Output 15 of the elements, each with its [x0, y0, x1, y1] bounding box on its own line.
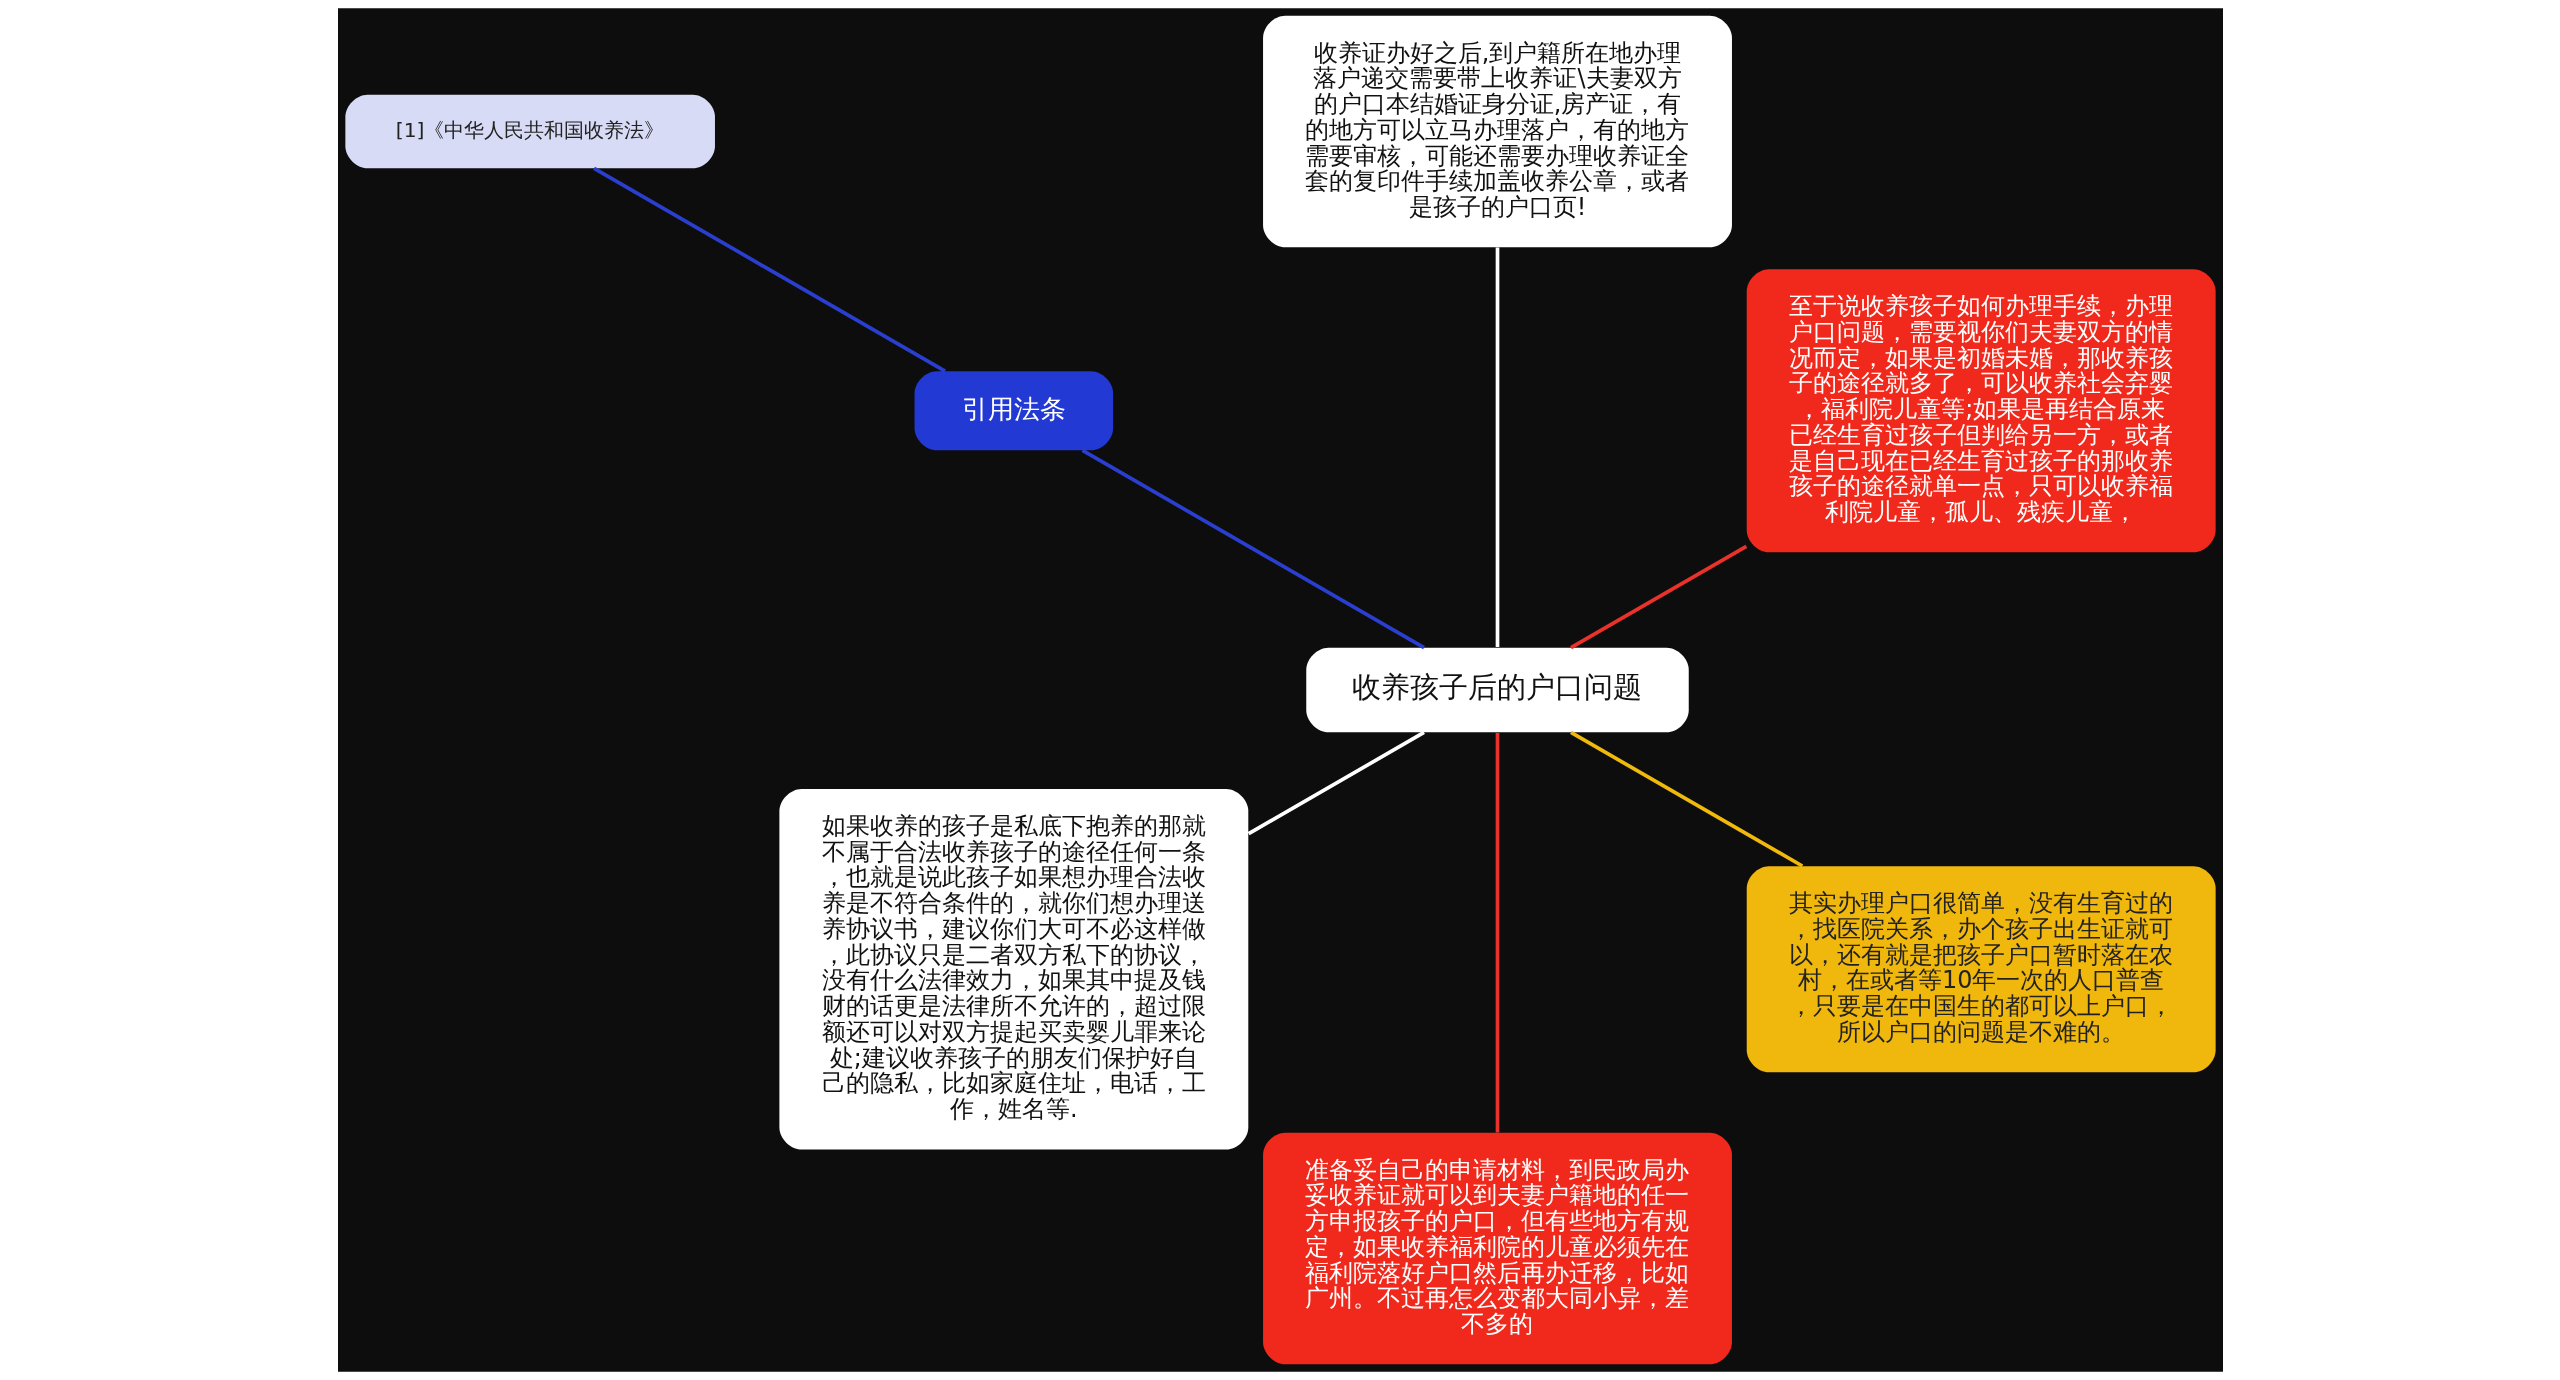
- node-box: 如果收养的孩子是私底下抱养的那就不属于合法收养孩子的途径任何一条，也就是说此孩子如果想办理合法收养是不符合条件的，就你们想办理送养协议书，建议你们大可不必这样做，此协议只是二者双方私下的协议，没有什么法律效力，如果其中提及钱财的话更是法律所不允许的，超过限额还可以对双方提起买卖婴儿罪来论处;建议收养孩子的朋友们保护好自己的隐私，比如家庭住址，电话，工作，姓名等.: [778, 789, 1248, 1150]
- node-box: 其实办理户口很简单，没有生育过的，找医院关系，办个孩子出生证就可以，还有就是把孩子户口暂时落在农村，在或者等10年一次的人口普查，只要是在中国生的都可以上户口，所以户口的问题是不难的。: [1746, 866, 2216, 1073]
- node-box: 引用法条: [914, 371, 1113, 451]
- node-box: 收养证办好之后,到户籍所在地办理落户递交需要带上收养证\夫妻双方的户口本结婚证身分证,房产证，有的地方可以立马办理落户，有的地方需要审核，可能还需要办理收养证全套的复印件手续加盖收养公章，或者是孩子的户口页!: [1262, 15, 1732, 248]
- node-box: 收养孩子后的户口问题: [1305, 647, 1689, 733]
- node-box: 至于说收养孩子如何办理手续，办理户口问题，需要视你们夫妻双方的情况而定，如果是初婚未婚，那收养孩子的途径就多了，可以收养社会弃婴，福利院儿童等;如果是再结合原来已经生育过孩子但判给另一方，或者是自己现在已经生育过孩子的那收养孩子的途径就单一点，只可以收养福利院儿童，孤儿、残疾儿童，: [1746, 269, 2216, 553]
- node-box: 准备妥自己的申请材料，到民政局办妥收养证就可以到夫妻户籍地的任一方申报孩子的户口，但有些地方有规定，如果收养福利院的儿童必须先在福利院落好户口然后再办迁移，比如广州。不过再怎么变都大同小异，差不多的: [1262, 1132, 1732, 1365]
- connector: [1569, 730, 1803, 868]
- connector: [1569, 544, 1747, 650]
- connector: [1247, 730, 1425, 836]
- connector: [1495, 247, 1499, 648]
- connector: [1081, 448, 1425, 650]
- connector: [1495, 732, 1499, 1133]
- node-box: [1]《中华人民共和国收养法》: [344, 94, 715, 169]
- connector: [592, 166, 946, 373]
